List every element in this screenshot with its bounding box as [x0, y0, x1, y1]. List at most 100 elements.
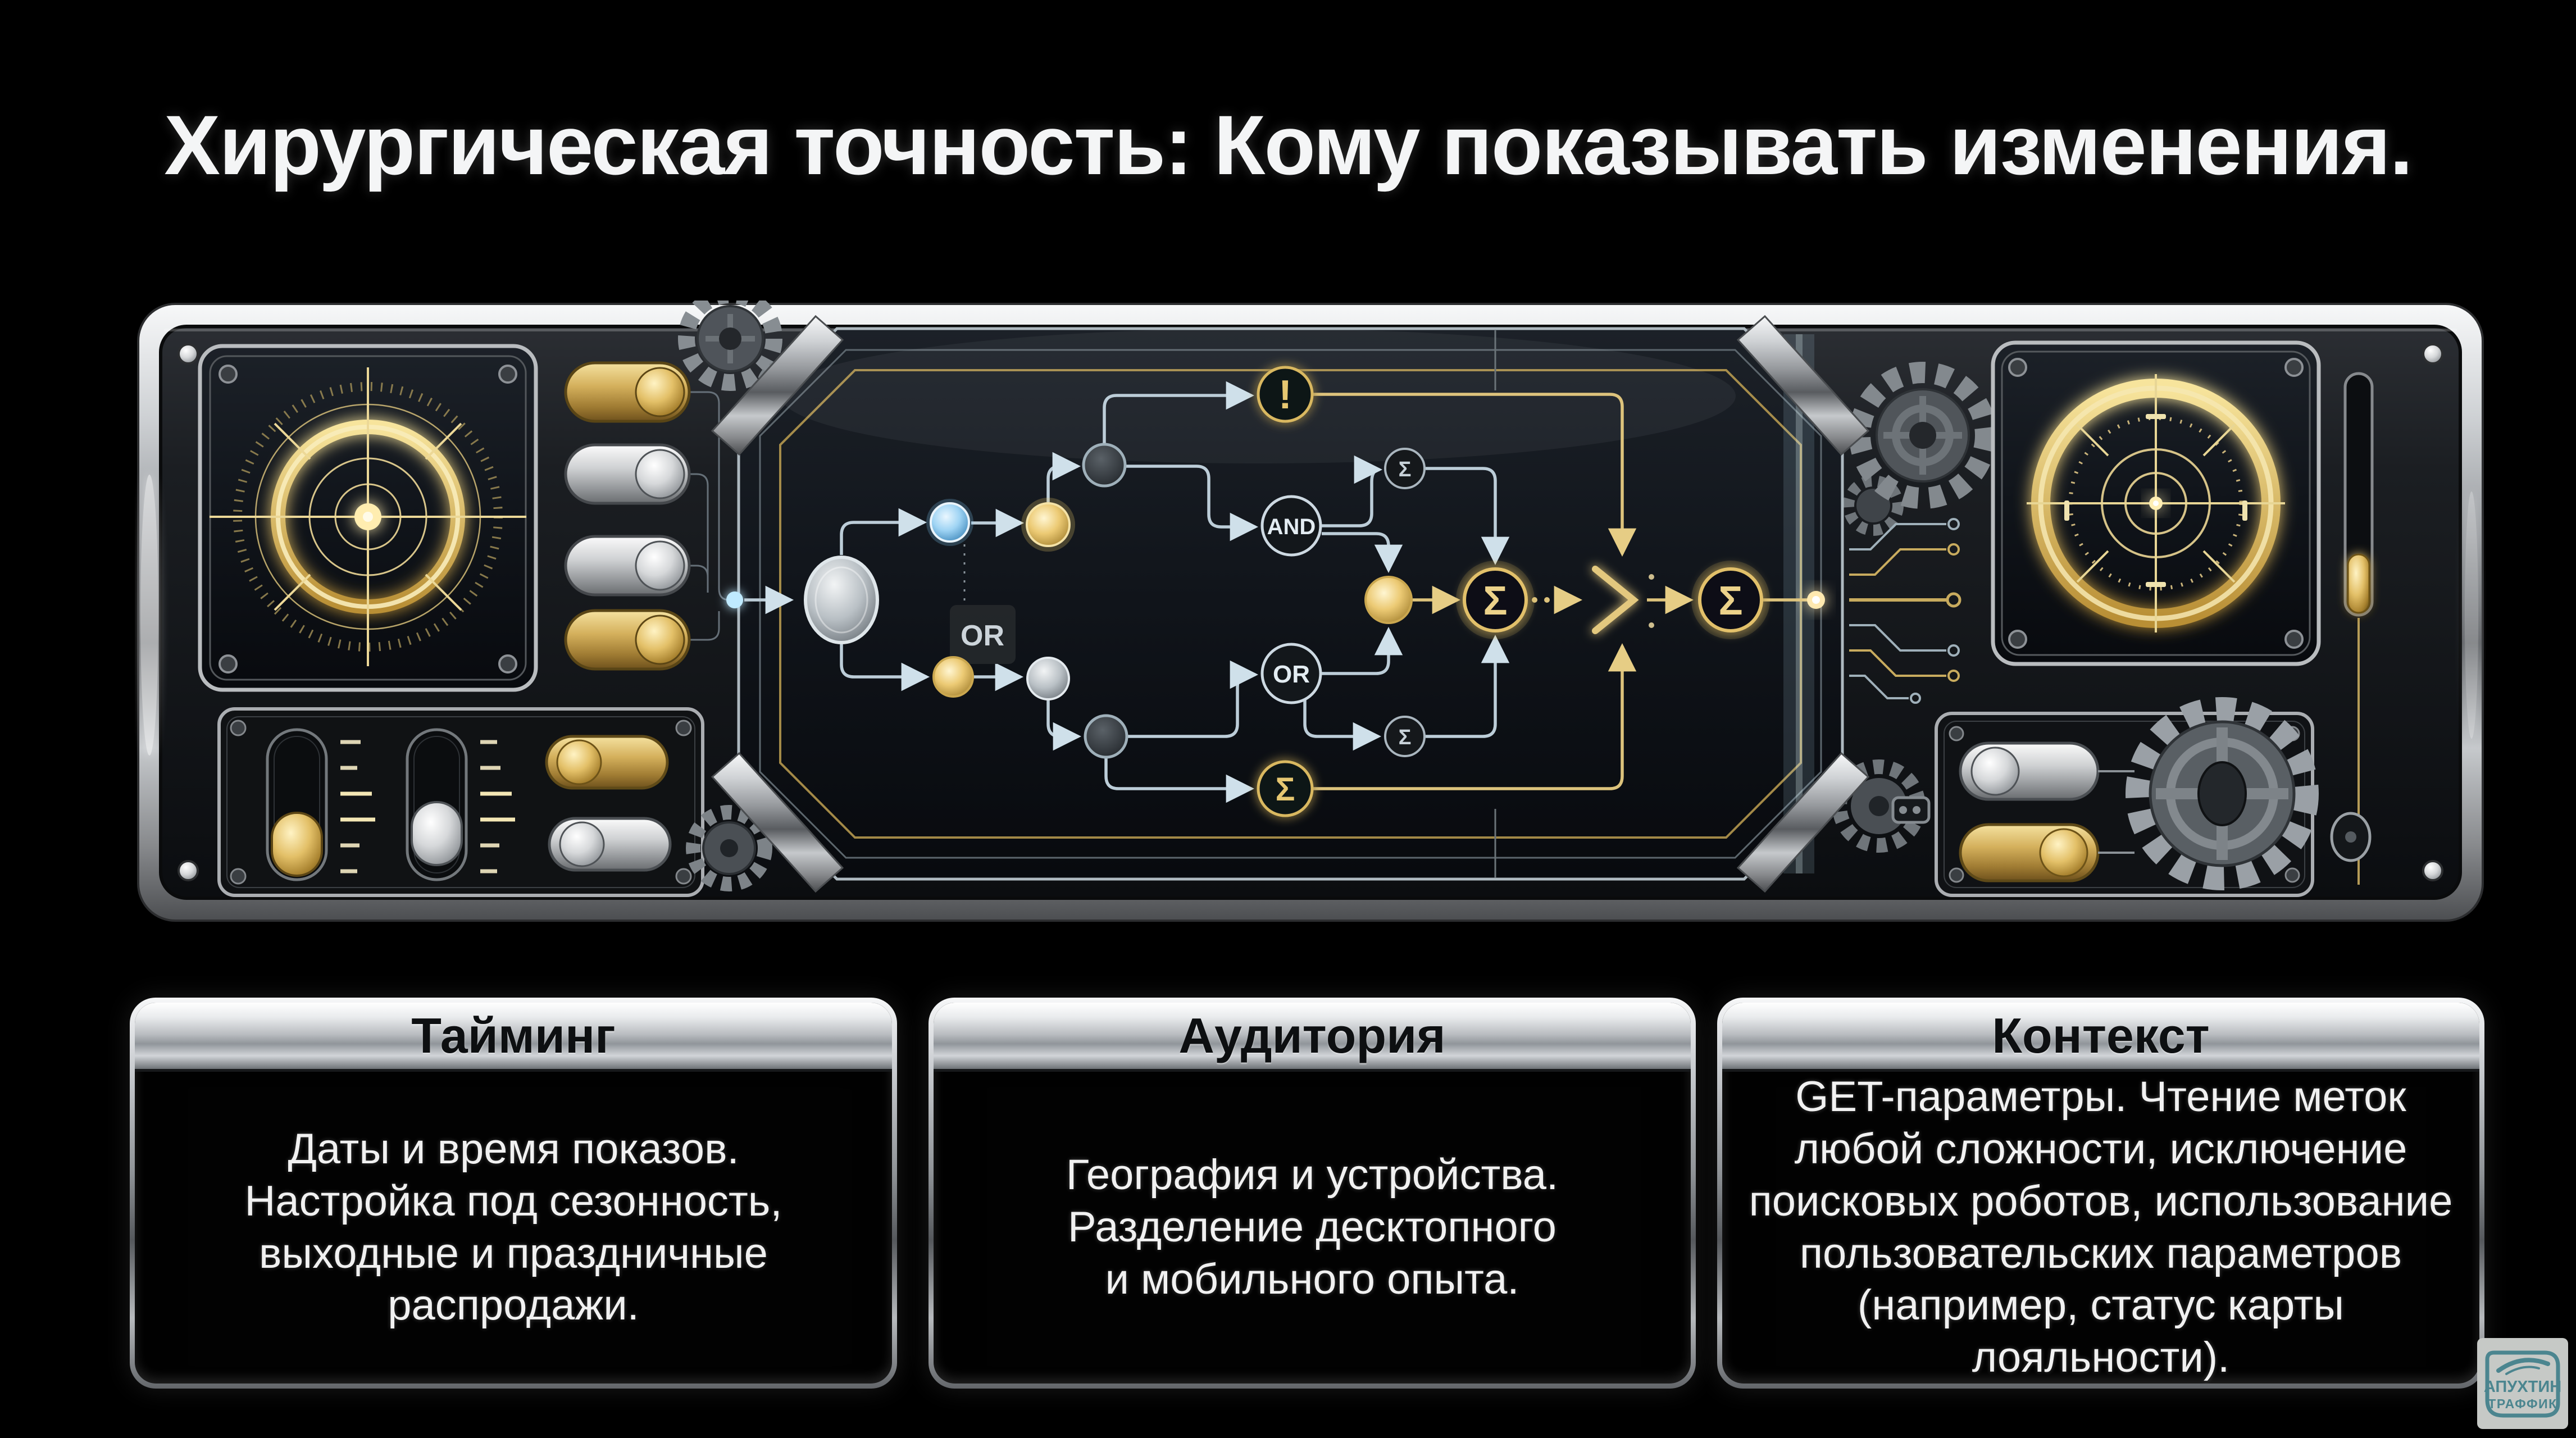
gray-node-top — [1082, 443, 1127, 488]
or-label: OR — [1273, 661, 1310, 688]
gold-node-bottom — [932, 656, 974, 698]
toggle-links — [2098, 770, 2134, 854]
sum-merge-2-label: Σ — [1718, 579, 1742, 624]
card-body: GET-параметры. Чтение меток любой сложно… — [1722, 1072, 2479, 1384]
toggle-column — [564, 361, 730, 671]
watermark-brand-bottom: ТРАФФИК — [2488, 1396, 2557, 1411]
sum-small-top-node: Σ — [1384, 448, 1426, 489]
left-panel-section — [198, 301, 807, 897]
card-timing-text: Даты и время показов. Настройка под сезо… — [244, 1125, 782, 1330]
toggle-switch-1[interactable] — [564, 361, 691, 423]
flowchart: OR ! AND Σ OR — [691, 330, 1825, 878]
watermark-logo: АПУХТИН ТРАФФИК — [2477, 1338, 2568, 1429]
toggle-knob[interactable] — [635, 540, 685, 591]
gear-left-top — [678, 301, 782, 391]
toggle-switch-3[interactable] — [564, 535, 691, 597]
gold-node-top — [1026, 502, 1071, 547]
gear-right-big — [2126, 697, 2319, 890]
card-frame: Тайминг Даты и время показов. Настройка … — [135, 1003, 892, 1384]
or-box-label: OR — [961, 620, 1004, 652]
vertical-slider-right[interactable] — [2343, 372, 2374, 885]
logo-frame — [2485, 1350, 2560, 1418]
gray-node-bottom — [1084, 714, 1128, 759]
not-node: ! — [1257, 366, 1314, 423]
slider-ticks-2 — [480, 740, 515, 873]
entry-glow-dot — [726, 591, 743, 608]
sum-small-top-label: Σ — [1399, 458, 1412, 481]
right-panel-section — [1832, 340, 2374, 897]
round-button[interactable] — [2330, 812, 2372, 862]
sum-merge-node-1: Σ — [1456, 561, 1535, 639]
compare-node — [1592, 566, 1654, 634]
circuit-traces — [1849, 518, 1961, 704]
horizontal-toggle-1[interactable] — [545, 735, 669, 790]
frame-screws — [178, 343, 2443, 881]
card-context-text: GET-параметры. Чтение меток любой сложно… — [1749, 1073, 2453, 1381]
logo-swoosh — [2496, 1358, 2550, 1373]
toggle-knob[interactable] — [635, 367, 685, 417]
toggle-knob[interactable] — [2039, 828, 2088, 877]
sum-small-bottom-label: Σ — [1399, 726, 1412, 749]
card-audience-title: Аудитория — [934, 1003, 1691, 1072]
gold-connectors — [1313, 393, 1812, 790]
dot — [1532, 597, 1537, 603]
steel-connectors — [744, 381, 1510, 803]
toggle-switch-4[interactable] — [564, 609, 691, 671]
output-dot-core — [1812, 596, 1820, 604]
card-context-title: Контекст — [1722, 1003, 2479, 1072]
right-subpanel — [1935, 697, 2319, 897]
sum-merge-node-2: Σ — [1691, 561, 1770, 639]
screen-corner-braces — [711, 315, 1870, 893]
card-audience: Аудитория География и устройства. Раздел… — [929, 998, 1696, 1389]
slider-knob[interactable] — [271, 812, 323, 877]
slider-ticks-1 — [340, 740, 375, 873]
card-frame: Контекст GET-параметры. Чтение меток люб… — [1722, 1003, 2479, 1384]
vertical-slider-1[interactable] — [266, 728, 328, 881]
toggle-knob[interactable] — [635, 615, 685, 665]
and-label: AND — [1267, 515, 1316, 539]
radar-center-dot — [363, 512, 373, 522]
slider-knob[interactable] — [411, 801, 463, 866]
toggle-knob[interactable] — [559, 821, 605, 867]
not-label: ! — [1278, 372, 1292, 417]
dot — [1544, 597, 1550, 603]
card-timing-title: Тайминг — [135, 1003, 892, 1072]
toggle-switch-2[interactable] — [564, 443, 691, 505]
toggle-knob[interactable] — [556, 739, 602, 785]
slide-title: Хирургическая точность: Кому показывать … — [164, 98, 2413, 192]
sum-small-bottom-node: Σ — [1384, 716, 1426, 757]
sum-merge-1-label: Σ — [1483, 579, 1507, 624]
dial-cardinal-marks — [2064, 414, 2247, 587]
or-node: OR — [1260, 643, 1322, 704]
component-chip — [1891, 796, 1931, 824]
start-node — [804, 556, 879, 644]
card-frame: Аудитория География и устройства. Раздел… — [934, 1003, 1691, 1384]
card-context: Контекст GET-параметры. Чтение меток люб… — [1717, 998, 2484, 1389]
silver-node-bottom — [1026, 657, 1070, 700]
card-timing: Тайминг Даты и время показов. Настройка … — [130, 998, 897, 1389]
card-body: Даты и время показов. Настройка под сезо… — [135, 1072, 892, 1384]
and-node: AND — [1260, 495, 1322, 557]
card-body: География и устройства. Разделение дескт… — [934, 1072, 1691, 1384]
merge-gold-node — [1364, 576, 1413, 624]
right-toggle-2[interactable] — [1959, 823, 2100, 882]
slider-subpanel — [217, 707, 704, 897]
toggle-knob[interactable] — [635, 449, 685, 499]
gear-right-top — [1843, 362, 1996, 536]
vertical-slider-2[interactable] — [406, 728, 468, 881]
watermark-brand-top: АПУХТИН — [2484, 1378, 2561, 1396]
or-label-box: OR — [950, 605, 1016, 664]
gear-left-bottom — [686, 805, 772, 891]
control-panel-illustration: OR ! AND Σ OR — [137, 301, 2484, 922]
radar-dial — [198, 344, 538, 692]
slider-knob[interactable] — [2347, 553, 2370, 614]
watermark-graphic: АПУХТИН ТРАФФИК — [2484, 1350, 2561, 1418]
card-audience-text: География и устройства. Разделение дескт… — [1066, 1151, 1559, 1303]
compass-dial — [1991, 340, 2321, 666]
blue-node — [930, 502, 970, 543]
horizontal-toggle-2[interactable] — [548, 817, 672, 872]
toggle-knob[interactable] — [1970, 747, 2020, 796]
sum-bottom-label: Σ — [1276, 771, 1295, 808]
